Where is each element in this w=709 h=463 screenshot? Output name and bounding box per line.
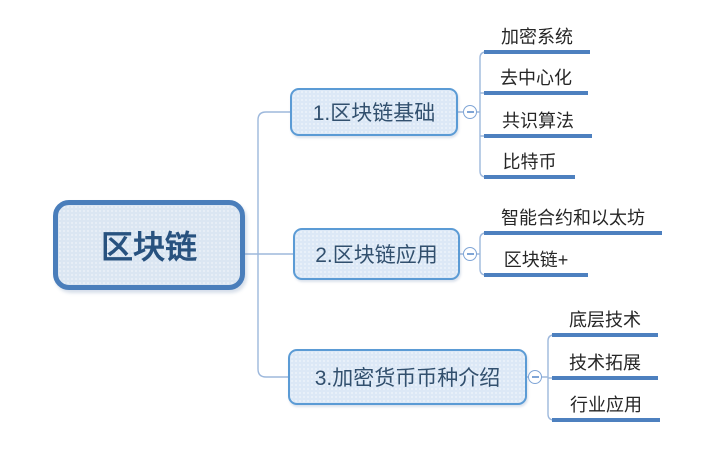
child-node-bitcoin[interactable]: 比特币 xyxy=(484,149,575,179)
branch-node-label: 3.加密货币币种介绍 xyxy=(314,367,501,390)
child-node-technology-expansion[interactable]: 技术拓展 xyxy=(552,350,658,380)
branch-node-label: 1.区块链基础 xyxy=(312,102,436,125)
child-node-blockchain-plus[interactable]: 区块链+ xyxy=(484,247,588,277)
minus-icon xyxy=(531,376,539,378)
child-node-decentralization[interactable]: 去中心化 xyxy=(484,65,588,95)
minus-icon xyxy=(466,253,474,255)
root-node-blockchain[interactable]: 区块链 xyxy=(53,200,245,290)
branch-node-label: 2.区块链应用 xyxy=(315,244,438,267)
collapse-toggle-applications[interactable] xyxy=(463,247,477,261)
minus-icon xyxy=(466,111,474,113)
branch-node-cryptocurrency-intro[interactable]: 3.加密货币币种介绍 xyxy=(288,349,527,405)
root-node-label: 区块链 xyxy=(100,229,197,265)
collapse-toggle-cryptocurrency[interactable] xyxy=(528,370,542,384)
collapse-toggle-basics[interactable] xyxy=(463,105,477,119)
child-node-industry-application[interactable]: 行业应用 xyxy=(552,392,660,422)
child-node-consensus-algorithm[interactable]: 共识算法 xyxy=(484,108,592,138)
child-node-underlying-technology[interactable]: 底层技术 xyxy=(552,307,658,337)
child-node-crypto-system[interactable]: 加密系统 xyxy=(484,24,590,54)
branch-node-basics[interactable]: 1.区块链基础 xyxy=(290,88,458,136)
child-node-smart-contracts-ethereum[interactable]: 智能合约和以太坊 xyxy=(484,205,662,235)
branch-node-applications[interactable]: 2.区块链应用 xyxy=(293,228,460,280)
